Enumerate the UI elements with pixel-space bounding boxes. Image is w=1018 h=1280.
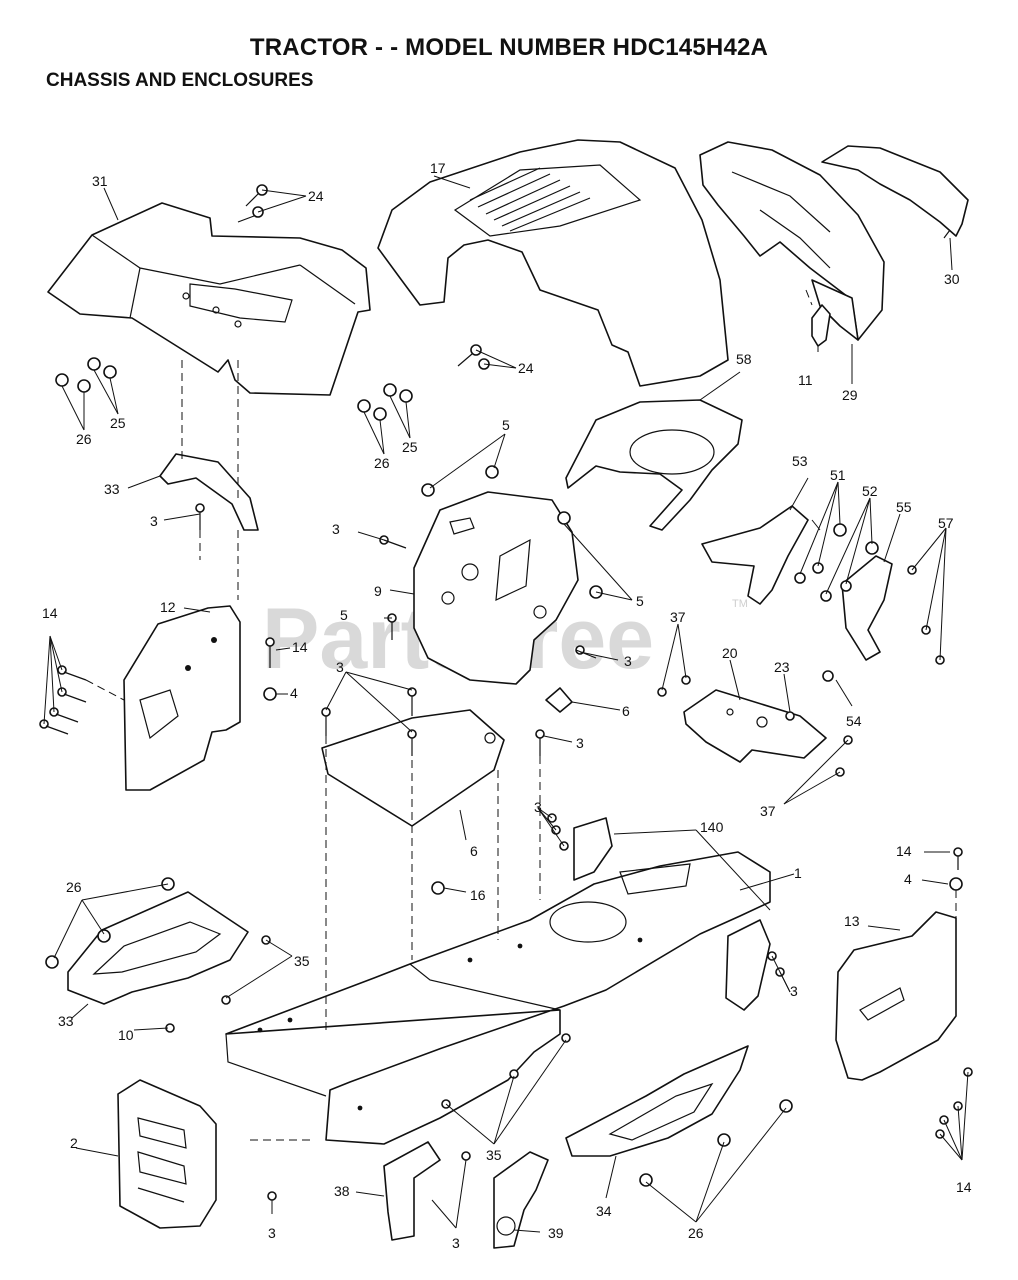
callout-23: 23 <box>774 659 790 675</box>
callout-39: 39 <box>548 1225 564 1241</box>
callout-20: 20 <box>722 645 738 661</box>
callout-13: 13 <box>844 913 860 929</box>
part-28-grill <box>699 141 885 341</box>
callout-11: 12 <box>160 599 176 615</box>
part-20-bracket <box>683 689 827 763</box>
part-140-bracket <box>573 817 613 881</box>
part-39-bracket <box>493 1151 549 1249</box>
callout-4-right: 4 <box>904 871 912 887</box>
part-13-right-panel <box>835 911 957 1081</box>
part-30-fender <box>47 202 371 396</box>
diagram-title: TRACTOR - - MODEL NUMBER HDC145H42A <box>249 34 769 61</box>
diagram-subtitle: CHASSIS AND ENCLOSURES <box>46 70 314 91</box>
callout-38: 38 <box>334 1183 350 1199</box>
callout-12: 11 <box>798 372 813 388</box>
part-53-bracket <box>701 505 809 605</box>
part-29-nose-cap <box>821 145 969 239</box>
callout-14-right: 14 <box>896 843 912 859</box>
part-17-hood <box>377 139 729 387</box>
part-58-cover <box>565 399 743 531</box>
callout-labels: 17 31 24 30 24 58 11 29 25 26 25 26 5 53… <box>42 160 972 1251</box>
callout-52: 52 <box>862 483 878 499</box>
callout-35-left: 35 <box>294 953 310 969</box>
callout-54: 54 <box>846 713 862 729</box>
callout-3-plate: 3 <box>336 659 344 675</box>
part-33-footrest <box>67 891 249 1005</box>
callout-10: 10 <box>118 1027 134 1043</box>
alignment-lines <box>85 289 957 1141</box>
callout-14-left: 14 <box>42 605 58 621</box>
callout-17: 17 <box>430 160 446 176</box>
callout-37-top: 37 <box>670 609 686 625</box>
callout-31: 33 <box>104 481 120 497</box>
callout-57: 57 <box>938 515 954 531</box>
callout-26-footrest: 26 <box>66 879 82 895</box>
part-12-clip <box>811 304 831 347</box>
callout-3-frame: 3 <box>534 799 542 815</box>
part-34-footrest <box>565 1045 749 1157</box>
part-2-rear-panel <box>117 1079 217 1229</box>
callout-14-mid: 14 <box>292 639 308 655</box>
callout-140: 140 <box>700 819 724 835</box>
part-38-bracket <box>383 1141 441 1241</box>
callout-51: 51 <box>830 467 846 483</box>
callout-5-mid: 5 <box>340 607 348 623</box>
callout-29: 30 <box>944 271 960 287</box>
callout-26-right: 26 <box>374 455 390 471</box>
leader-lines <box>43 175 969 1233</box>
part-rear-bracket-right <box>725 919 771 1011</box>
part-31-bracket <box>159 453 259 531</box>
part-6-plate <box>321 709 505 827</box>
watermark-tm: TM <box>732 598 748 610</box>
hardware-group <box>39 184 973 1201</box>
callout-3-clip: 3 <box>576 735 584 751</box>
callout-24-top: 24 <box>308 188 324 204</box>
callout-16: 16 <box>470 887 486 903</box>
callout-25-left: 25 <box>110 415 126 431</box>
callout-53: 53 <box>792 453 808 469</box>
callout-8: 6 <box>622 703 630 719</box>
callout-34: 34 <box>596 1203 612 1219</box>
part-9-dash-housing <box>413 491 579 685</box>
part-39-hole <box>496 1216 516 1236</box>
callout-26-left: 26 <box>76 431 92 447</box>
callout-3-rear: 3 <box>790 983 798 999</box>
callout-5-top: 5 <box>502 417 510 433</box>
callout-3-31: 3 <box>150 513 158 529</box>
callout-3-dash-bottom: 3 <box>624 653 632 669</box>
callout-5-right: 5 <box>636 593 644 609</box>
callout-33: 33 <box>58 1013 74 1029</box>
callout-4-left: 4 <box>290 685 298 701</box>
part-11-left-panel <box>123 605 241 791</box>
callout-3-panel: 3 <box>268 1225 276 1241</box>
callout-1: 1 <box>794 865 802 881</box>
callout-30: 31 <box>92 173 108 189</box>
callout-2: 2 <box>70 1135 78 1151</box>
callout-37-bottom: 37 <box>760 803 776 819</box>
callout-25-right: 25 <box>402 439 418 455</box>
callout-24-mid: 24 <box>518 360 534 376</box>
callout-28: 29 <box>842 387 858 403</box>
callout-55: 55 <box>896 499 912 515</box>
callout-3-dash: 3 <box>332 521 340 537</box>
callout-58: 58 <box>736 351 752 367</box>
callout-35-bottom: 35 <box>486 1147 502 1163</box>
callout-6: 6 <box>470 843 478 859</box>
callout-14-bottom: 14 <box>956 1179 972 1195</box>
part-55-bracket <box>841 555 893 661</box>
callout-3-bottom: 3 <box>452 1235 460 1251</box>
callout-26-bottom: 26 <box>688 1225 704 1241</box>
callout-9: 9 <box>374 583 382 599</box>
